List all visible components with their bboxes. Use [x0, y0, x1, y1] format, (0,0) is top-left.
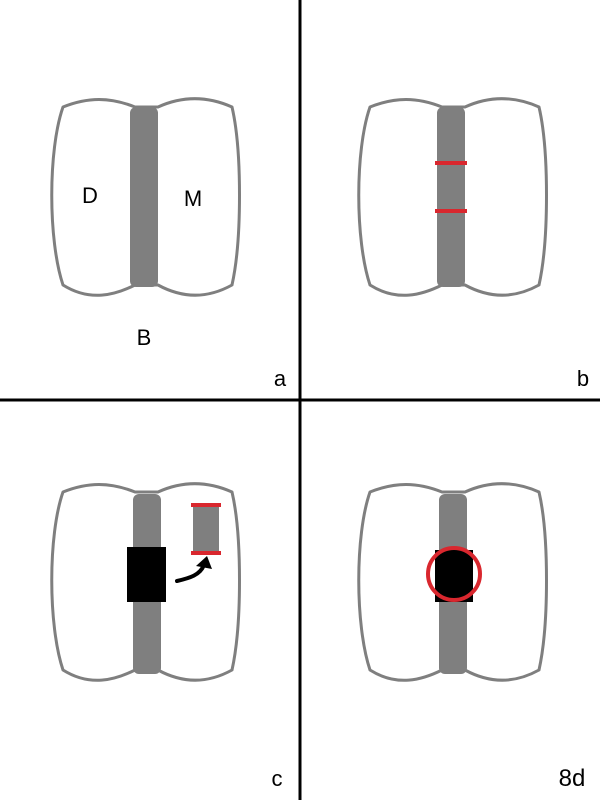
- black-block: [435, 550, 473, 602]
- removed-segment: [193, 505, 219, 553]
- black-block: [127, 547, 166, 602]
- arrow-head: [196, 556, 212, 569]
- central-strip: [437, 107, 465, 287]
- highlight-circle: [426, 546, 482, 602]
- panel-label-c: c: [272, 766, 283, 791]
- label-m: M: [184, 186, 202, 211]
- panel-label-b: b: [577, 366, 589, 391]
- label-b: B: [137, 325, 152, 350]
- transfer-arrow: [175, 563, 206, 583]
- panel-b: [357, 97, 548, 297]
- label-d: D: [82, 183, 98, 208]
- central-strip: [130, 107, 158, 287]
- panel-c: [50, 482, 241, 682]
- panel-d: [357, 482, 548, 682]
- panel-label-d: 8d: [559, 765, 586, 792]
- panel-a: D M B a: [50, 97, 287, 391]
- panel-label-a: a: [274, 366, 287, 391]
